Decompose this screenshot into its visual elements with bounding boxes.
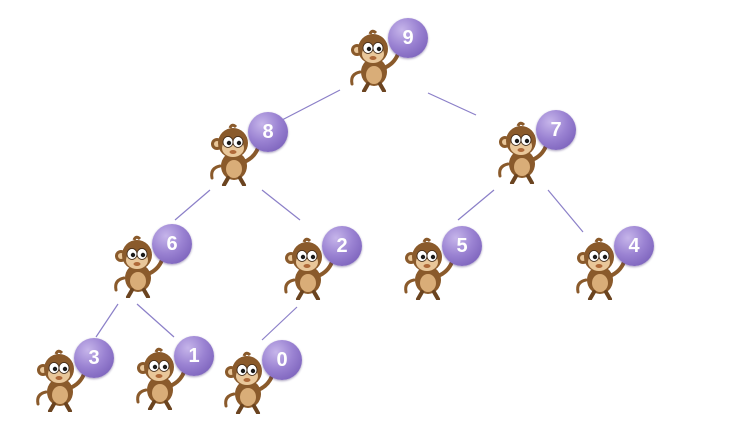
value-balloon: 9 <box>388 18 428 58</box>
monkey-icon <box>284 237 334 300</box>
edge-8-2 <box>261 189 301 221</box>
edge-7-4 <box>547 189 584 233</box>
value-balloon: 1 <box>174 336 214 376</box>
monkey-icon <box>350 29 400 92</box>
heap-node-2: 2 <box>282 226 362 306</box>
heap-node-1: 1 <box>134 336 214 416</box>
value-balloon: 0 <box>262 340 302 380</box>
heap-node-0: 0 <box>222 340 302 420</box>
value-balloon: 5 <box>442 226 482 266</box>
heap-node-7: 7 <box>496 110 576 190</box>
heap-node-9: 9 <box>348 18 428 98</box>
edge-6-3 <box>95 303 119 338</box>
edge-9-7 <box>427 92 477 116</box>
edge-7-5 <box>457 189 495 221</box>
value-balloon: 2 <box>322 226 362 266</box>
monkey-icon <box>224 351 274 414</box>
heap-node-4: 4 <box>574 226 654 306</box>
value-balloon: 3 <box>74 338 114 378</box>
heap-node-5: 5 <box>402 226 482 306</box>
value-balloon: 8 <box>248 112 288 152</box>
monkey-icon <box>114 235 164 298</box>
value-balloon: 7 <box>536 110 576 150</box>
value-balloon: 4 <box>614 226 654 266</box>
monkey-icon <box>404 237 454 300</box>
edge-6-1 <box>136 303 175 338</box>
heap-node-6: 6 <box>112 224 192 304</box>
monkey-icon <box>210 123 260 186</box>
heap-node-8: 8 <box>208 112 288 192</box>
monkey-icon <box>36 349 86 412</box>
heap-node-3: 3 <box>34 338 114 418</box>
monkey-icon <box>136 347 186 410</box>
edge-8-6 <box>174 189 211 221</box>
edge-9-8 <box>281 89 341 121</box>
monkey-icon <box>576 237 626 300</box>
value-balloon: 6 <box>152 224 192 264</box>
edge-2-0 <box>261 306 298 341</box>
monkey-icon <box>498 121 548 184</box>
